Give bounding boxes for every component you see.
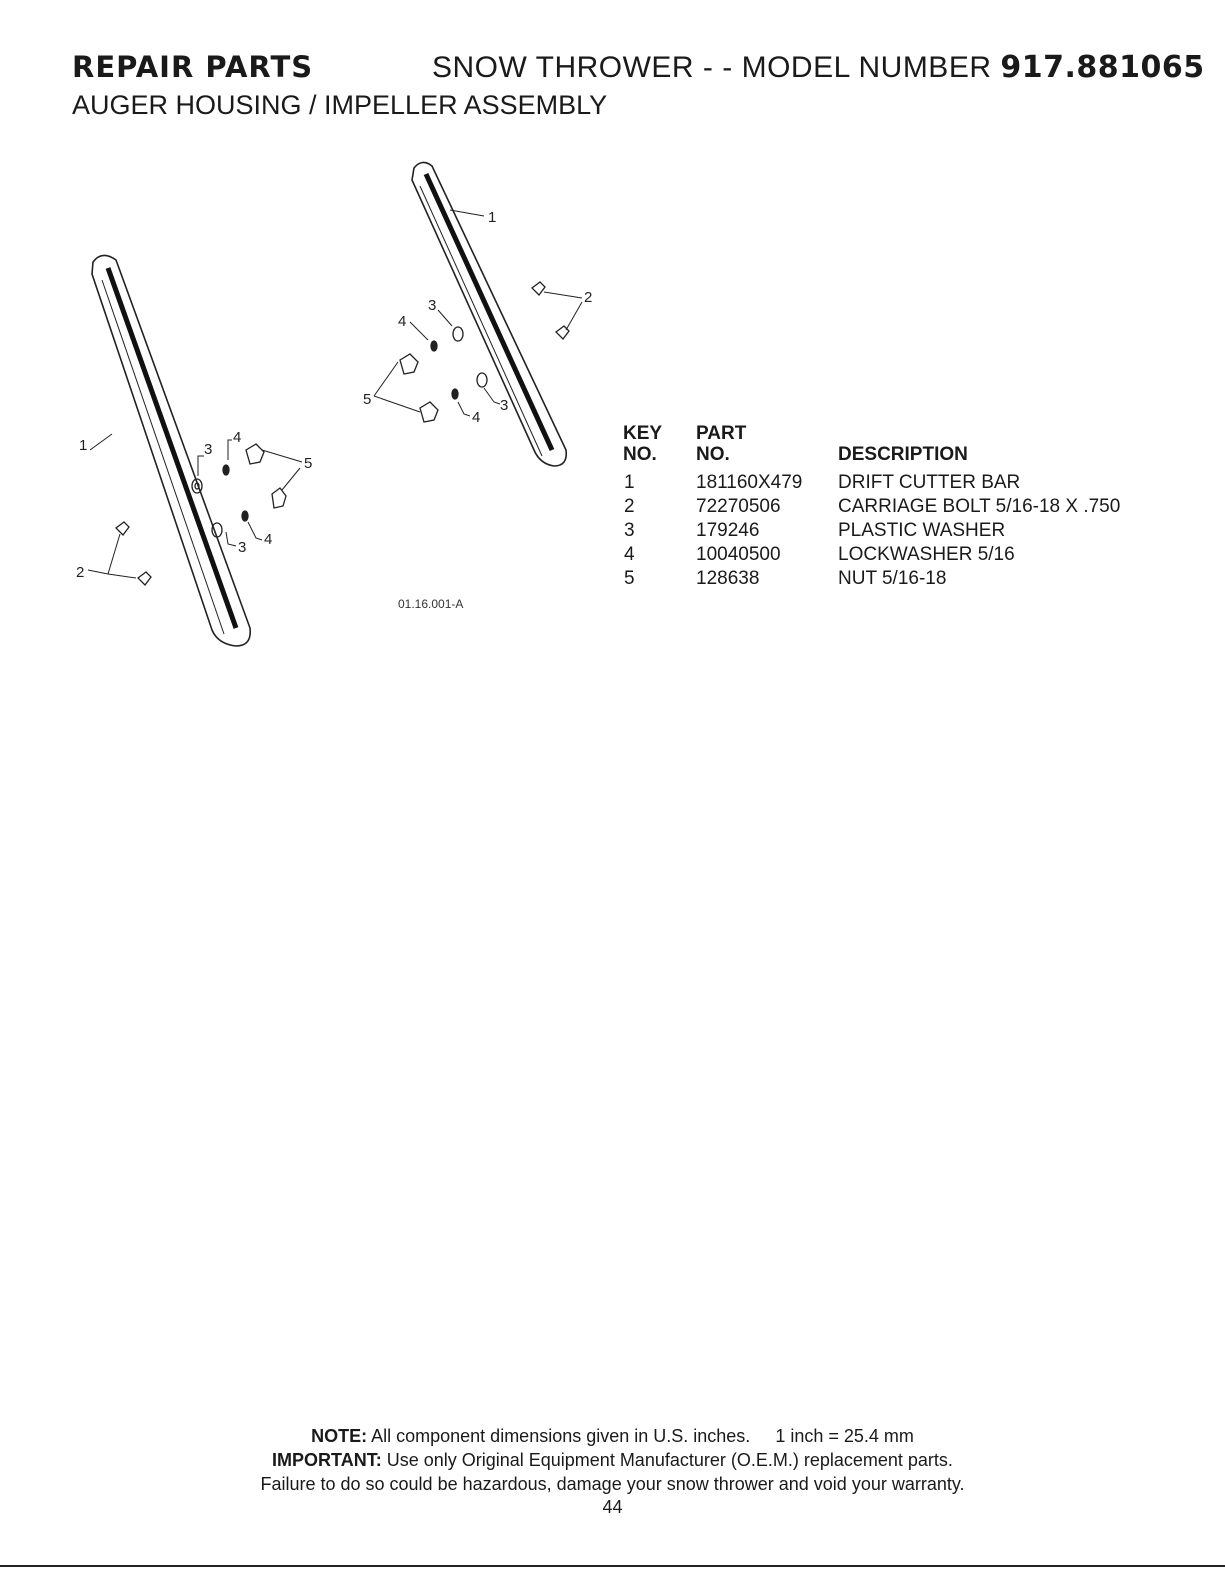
callout-right-4: 4: [398, 313, 406, 330]
row-4-description: LOCKWASHER 5/16: [838, 544, 1015, 565]
important-label: IMPORTANT:: [272, 1450, 382, 1470]
bottom-rule: [0, 1565, 1225, 1567]
left-plastic-washer-2: [211, 522, 223, 538]
right-carriage-bolt: [531, 281, 546, 296]
right-plastic-washer-2: [476, 372, 488, 388]
row-3-key: 3: [624, 520, 635, 541]
important-line: IMPORTANT: Use only Original Equipment M…: [0, 1450, 1225, 1471]
left-nut: [245, 443, 265, 465]
row-5-key: 5: [624, 568, 635, 589]
right-callouts: 1 2 3 4 5 4 3: [363, 209, 592, 426]
part-header: PART NO.: [696, 423, 746, 465]
part-header-line2: NO.: [696, 444, 730, 465]
note-line: NOTE: All component dimensions given in …: [0, 1426, 1225, 1447]
callout-right-3b: 3: [500, 397, 508, 414]
row-5-description: NUT 5/16-18: [838, 568, 947, 589]
left-nut-2: [271, 487, 287, 509]
row-1-description: DRIFT CUTTER BAR: [838, 472, 1021, 493]
key-header-line1: KEY: [623, 423, 663, 444]
callout-left-3: 3: [204, 441, 212, 458]
callout-right-2: 2: [584, 289, 592, 306]
product-title: SNOW THROWER - - MODEL NUMBER 917.881065: [432, 50, 1205, 85]
callout-left-1: 1: [79, 437, 87, 454]
right-lockwasher-2: [451, 388, 459, 400]
right-nut: [399, 353, 419, 375]
left-carriage-bolt: [115, 521, 130, 536]
left-drift-cutter-bar: [91, 254, 252, 647]
callout-left-2: 2: [76, 564, 84, 581]
part-header-line1: PART: [696, 423, 747, 444]
callout-right-5: 5: [363, 391, 371, 408]
callout-right-3: 3: [428, 297, 436, 314]
figure-id: 01.16.001-A: [398, 597, 463, 611]
note-text: All component dimensions given in U.S. i…: [367, 1426, 914, 1446]
description-header: DESCRIPTION: [838, 444, 968, 465]
key-header-line2: NO.: [623, 444, 657, 465]
important-text: Use only Original Equipment Manufacturer…: [381, 1450, 953, 1470]
page-subtitle: AUGER HOUSING / IMPELLER ASSEMBLY: [72, 90, 608, 120]
left-carriage-bolt-2: [137, 571, 152, 586]
left-hardware: [115, 443, 287, 586]
callout-left-5: 5: [304, 455, 312, 472]
row-2-key: 2: [624, 496, 635, 517]
callout-left-4b: 4: [264, 531, 272, 548]
callout-right-1: 1: [488, 209, 496, 226]
row-3-part: 179246: [696, 520, 760, 541]
row-1-part: 181160X479: [696, 472, 803, 493]
note-label: NOTE:: [311, 1426, 368, 1446]
callout-left-3b: 3: [238, 539, 246, 556]
warning-line: Failure to do so could be hazardous, dam…: [260, 1474, 965, 1494]
right-drift-cutter-bar: [411, 161, 568, 467]
page-number: 44: [602, 1497, 623, 1517]
product-label: SNOW THROWER - - MODEL NUMBER: [432, 51, 1001, 84]
row-2-part: 72270506: [696, 496, 781, 517]
row-2-description: CARRIAGE BOLT 5/16-18 X .750: [838, 496, 1121, 517]
row-5-part: 128638: [696, 568, 760, 589]
right-hardware: [399, 281, 570, 423]
row-3-description: PLASTIC WASHER: [838, 520, 1006, 541]
row-1-key: 1: [624, 472, 635, 493]
left-callouts: 1 2 3 4 5 3 4: [76, 429, 312, 581]
left-lockwasher-2: [241, 510, 249, 522]
row-4-key: 4: [624, 544, 635, 565]
left-plastic-washer: [191, 478, 203, 494]
row-4-part: 10040500: [696, 544, 781, 565]
right-nut-2: [419, 401, 439, 423]
model-number: 917.881065: [1000, 50, 1205, 85]
section-title: REPAIR PARTS: [72, 50, 314, 84]
right-plastic-washer: [452, 326, 464, 342]
key-header: KEY NO.: [623, 423, 662, 465]
left-lockwasher: [222, 464, 230, 476]
right-carriage-bolt-2: [555, 325, 570, 340]
callout-left-4: 4: [233, 429, 241, 446]
callout-right-4b: 4: [472, 409, 480, 426]
right-lockwasher: [430, 340, 438, 352]
exploded-parts-diagram: 1 2 3 4 5 3 4 1 2 3 4: [76, 161, 592, 647]
